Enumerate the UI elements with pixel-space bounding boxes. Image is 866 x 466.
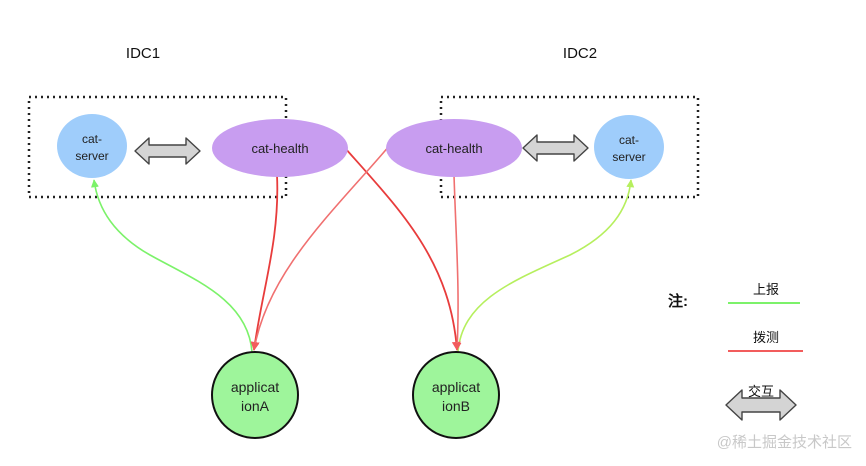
idc2-boundary bbox=[439, 95, 700, 199]
legend-report-label: 上报 bbox=[753, 282, 779, 297]
idc2-cat-server-node: cat- server bbox=[594, 115, 664, 179]
application-a-node: applicat ionA bbox=[211, 351, 299, 439]
legend: 注: 上报 拨测 交互 bbox=[668, 282, 803, 421]
application-b-label-line2: ionB bbox=[442, 398, 470, 414]
idc1-server-label-line2: server bbox=[75, 149, 108, 163]
legend-interact-label: 交互 bbox=[748, 384, 774, 399]
report-line-a-to-server1 bbox=[90, 179, 253, 353]
report-line-b-to-server2 bbox=[457, 179, 635, 353]
watermark: @稀土掘金技术社区 bbox=[717, 434, 852, 451]
application-b-node: applicat ionB bbox=[412, 351, 500, 439]
idc2-health-label: cat-health bbox=[425, 141, 482, 156]
idc1-title: IDC1 bbox=[126, 45, 160, 62]
idc1-interaction-arrow-icon bbox=[134, 137, 201, 165]
legend-interaction-arrow-icon bbox=[725, 389, 797, 421]
idc2-server-label-line2: server bbox=[612, 150, 645, 164]
idc2-server-label-line1: cat- bbox=[619, 133, 639, 147]
probe-line-health2-to-b bbox=[453, 174, 462, 351]
application-b-label-line1: applicat bbox=[432, 379, 480, 395]
probe-line-health1-to-b bbox=[344, 147, 461, 351]
legend-title: 注: bbox=[668, 292, 688, 310]
idc1-server-label-line1: cat- bbox=[82, 132, 102, 146]
probe-line-health1-to-a bbox=[250, 174, 279, 351]
idc1-cat-health-node: cat-health bbox=[212, 119, 348, 177]
idc1-cat-server-node: cat- server bbox=[57, 114, 127, 178]
application-a-label-line1: applicat bbox=[231, 379, 279, 395]
application-a-label-line2: ionA bbox=[241, 398, 270, 414]
idc2-cat-health-node: cat-health bbox=[386, 119, 522, 177]
idc1-health-label: cat-health bbox=[251, 141, 308, 156]
legend-probe-label: 拨测 bbox=[753, 330, 779, 345]
idc2-title: IDC2 bbox=[563, 45, 597, 62]
probe-line-health2-to-a bbox=[251, 144, 391, 351]
idc2-interaction-arrow-icon bbox=[522, 134, 589, 162]
